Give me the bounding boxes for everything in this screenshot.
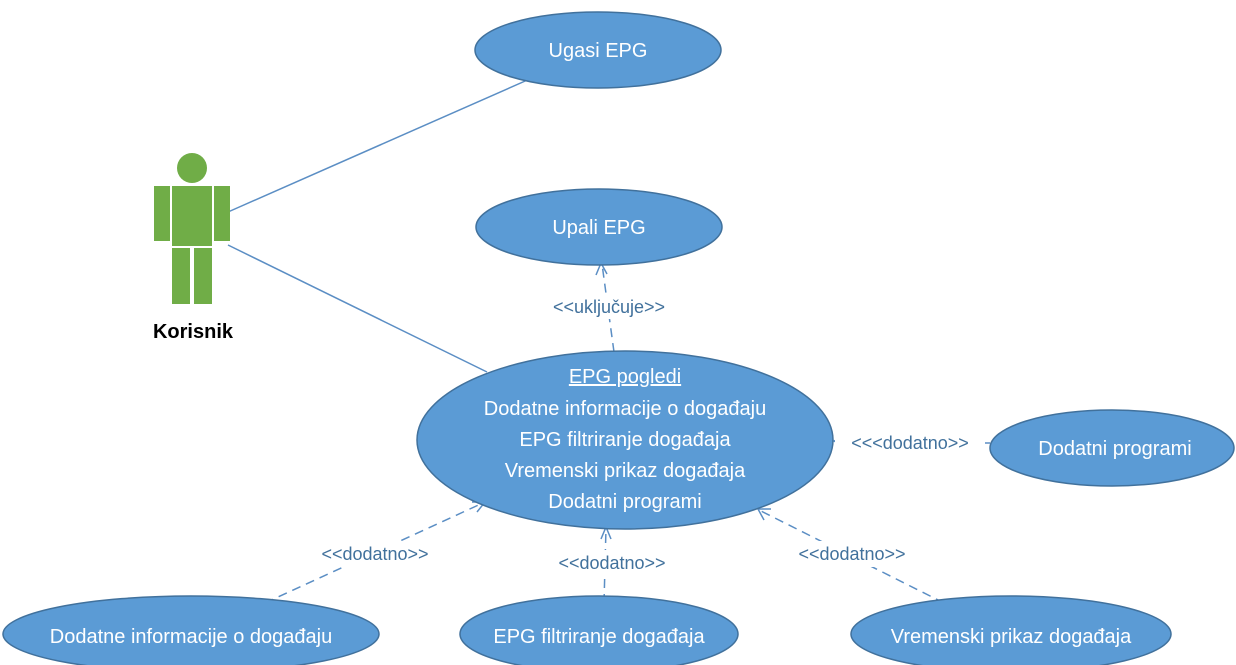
usecase-ugasi-epg[interactable]: Ugasi EPG bbox=[474, 11, 722, 89]
stereotype-dodatno-middle-bg bbox=[537, 550, 687, 576]
usecase-epg-pogledi[interactable]: EPG pogledi Dodatne informacije o događa… bbox=[416, 350, 834, 530]
usecase-epg-pogledi-line-1: Dodatne informacije o događaju bbox=[484, 398, 766, 420]
stereotype-dodatno-left-bg bbox=[300, 541, 450, 567]
association-korisnik-epg-pogledi bbox=[227, 244, 488, 373]
usecase-upali-epg[interactable]: Upali EPG bbox=[475, 188, 723, 266]
usecase-dodatni-programi-label: Dodatni programi bbox=[1038, 438, 1191, 460]
usecase-ugasi-epg-ellipse bbox=[474, 11, 722, 89]
usecase-epg-pogledi-title: EPG pogledi bbox=[569, 366, 681, 388]
association-korisnik-ugasi bbox=[227, 77, 533, 213]
usecase-dodatne-informacije[interactable]: Dodatne informacije o događaju bbox=[2, 595, 380, 665]
stereotype-ukljucuje-bg bbox=[530, 293, 688, 319]
extend-vremenski-prikaz-line bbox=[758, 509, 945, 604]
usecase-vremenski-prikaz[interactable]: Vremenski prikaz događaja bbox=[850, 595, 1172, 665]
actor-right-arm bbox=[214, 186, 230, 241]
usecase-dodatne-informacije-label: Dodatne informacije o događaju bbox=[50, 626, 332, 648]
actor-right-leg bbox=[194, 248, 212, 304]
actor-left-leg bbox=[172, 248, 190, 304]
usecase-dodatni-programi-ellipse bbox=[989, 409, 1235, 487]
stereotype-dodatno-left: <<dodatno>> bbox=[321, 544, 428, 564]
usecase-epg-pogledi-line-2: EPG filtriranje događaja bbox=[519, 429, 731, 451]
usecase-epg-pogledi-line-4: Dodatni programi bbox=[548, 491, 701, 513]
usecase-epg-filtriranje[interactable]: EPG filtriranje događaja bbox=[459, 595, 739, 665]
stereotype-dodatno-right-bg bbox=[835, 430, 985, 456]
stereotype-dodatno-middle: <<dodatno>> bbox=[558, 553, 665, 573]
usecase-epg-pogledi-ellipse bbox=[416, 350, 834, 530]
actor-korisnik[interactable]: Korisnik bbox=[153, 153, 234, 343]
usecase-vremenski-prikaz-label: Vremenski prikaz događaja bbox=[891, 626, 1132, 648]
usecase-dodatne-informacije-ellipse bbox=[2, 595, 380, 665]
usecase-vremenski-prikaz-ellipse bbox=[850, 595, 1172, 665]
actor-label: Korisnik bbox=[153, 321, 234, 343]
usecase-epg-filtriranje-ellipse bbox=[459, 595, 739, 665]
actor-left-arm bbox=[154, 186, 170, 241]
stereotype-dodatno-bottom-right-bg bbox=[777, 541, 927, 567]
usecase-upali-epg-ellipse bbox=[475, 188, 723, 266]
stereotype-dodatno-right: <<<dodatno>> bbox=[851, 433, 969, 453]
usecase-upali-epg-label: Upali EPG bbox=[552, 217, 645, 239]
usecase-ugasi-epg-label: Ugasi EPG bbox=[549, 40, 648, 62]
stereotype-ukljucuje: <<uključuje>> bbox=[553, 297, 665, 317]
usecase-epg-filtriranje-label: EPG filtriranje događaja bbox=[493, 626, 705, 648]
usecase-dodatni-programi[interactable]: Dodatni programi bbox=[989, 409, 1235, 487]
usecase-epg-pogledi-line-3: Vremenski prikaz događaja bbox=[505, 460, 746, 482]
actor-body bbox=[172, 186, 212, 246]
stereotype-dodatno-bottom-right: <<dodatno>> bbox=[798, 544, 905, 564]
actor-head bbox=[177, 153, 207, 183]
